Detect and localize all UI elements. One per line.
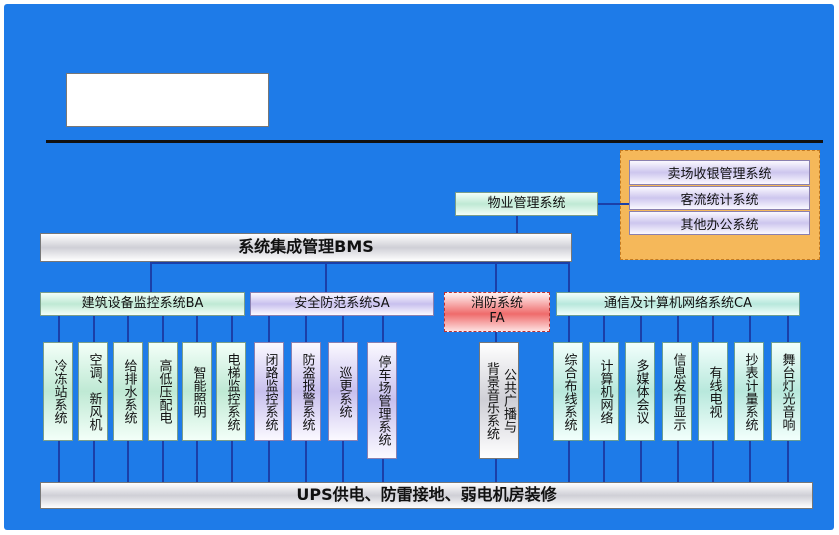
ba-item-6: 电梯监控系统 [216,342,246,441]
customer-flow-label: 客流统计系统 [680,192,759,208]
ba-item-5: 智能照明 [182,342,212,441]
office-systems-label: 其他办公系统 [680,217,759,233]
customer-flow-box: 客流统计系统 [629,186,810,210]
ca-item-1: 综合布线系统 [553,342,583,441]
ba-item-3: 给排水系统 [113,342,143,441]
ba-item-1: 冷冻站系统 [43,342,73,441]
ca-item-7-label: 舞台灯光音响 [779,352,795,431]
fa-item-1-text: 公共广播与 背景音乐系统 [483,361,516,440]
ca-item-3-label: 多媒体会议 [633,359,649,424]
ba-item-5-label: 智能照明 [190,365,206,418]
fa-category-label-line2: FA [489,311,505,326]
ba-item-3-label: 给排水系统 [121,359,137,424]
connector-property-retail [597,203,629,205]
fa-item-1-col2: 背景音乐系统 [484,361,499,440]
ba-item-4: 高低压配电 [148,342,178,441]
cashier-system-label: 卖场收银管理系统 [667,167,772,182]
sa-item-2: 防盗报警系统 [291,342,321,441]
ca-item-1-label: 综合布线系统 [561,352,577,431]
fa-category-label-line1: 消防系统 [470,296,523,312]
ca-category-box: 通信及计算机网络系统CA [556,292,800,316]
ca-item-2: 计算机网络 [589,342,619,441]
connector-bms-sa [325,262,327,292]
cashier-system-box: 卖场收银管理系统 [629,160,810,185]
separator-line [46,140,823,143]
connector-bms-fa [495,262,497,292]
ca-item-4: 信息发布显示 [662,342,692,441]
ca-item-2-label: 计算机网络 [597,359,613,424]
fa-item-1-col1: 公共广播与 [500,368,516,433]
ba-item-2-label: 空调、新风机 [86,352,102,431]
sa-item-4: 停车场管理系统 [367,342,397,459]
connector-bms-bus [150,262,570,264]
ba-item-4-label: 高低压配电 [156,359,172,424]
ca-item-6-label: 抄表计量系统 [742,352,758,431]
connector-bms-ba [150,262,152,292]
ba-category-box: 建筑设备监控系统BA [40,292,245,316]
ba-item-2: 空调、新风机 [78,342,108,441]
ca-item-7: 舞台灯光音响 [771,342,801,441]
office-systems-box: 其他办公系统 [629,211,810,235]
sa-item-2-label: 防盗报警系统 [299,352,315,431]
fa-item-1: 公共广播与 背景音乐系统 [479,342,519,459]
sa-item-1: 闭路监控系统 [254,342,284,441]
connector-bms-ca [568,262,570,292]
connector-property-bms [516,216,518,233]
ca-item-4-label: 信息发布显示 [670,352,686,431]
sa-item-1-label: 闭路监控系统 [262,352,278,431]
ba-item-1-label: 冷冻站系统 [51,359,67,424]
sa-item-3: 巡更系统 [328,342,358,441]
bms-label: 系统集成管理BMS [238,237,374,257]
ca-item-6: 抄表计量系统 [734,342,764,441]
sa-item-3-label: 巡更系统 [336,365,352,418]
property-management-label: 物业管理系统 [487,195,566,211]
ca-item-5: 有线电视 [698,342,728,441]
ca-category-label: 通信及计算机网络系统CA [604,295,752,311]
sa-item-4-label: 停车场管理系统 [375,355,391,446]
sa-category-label: 安全防范系统SA [294,295,390,311]
bms-bar: 系统集成管理BMS [40,233,572,262]
ups-bar: UPS供电、防雷接地、弱电机房装修 [40,482,813,509]
property-management-box: 物业管理系统 [455,192,598,216]
ups-label: UPS供电、防雷接地、弱电机房装修 [296,485,557,505]
ba-item-6-label: 电梯监控系统 [224,352,240,431]
ca-item-5-label: 有线电视 [706,365,722,418]
ba-category-label: 建筑设备监控系统BA [81,295,204,311]
sa-category-box: 安全防范系统SA [250,292,434,316]
title-placeholder-box [66,73,269,127]
ca-item-3: 多媒体会议 [625,342,655,441]
